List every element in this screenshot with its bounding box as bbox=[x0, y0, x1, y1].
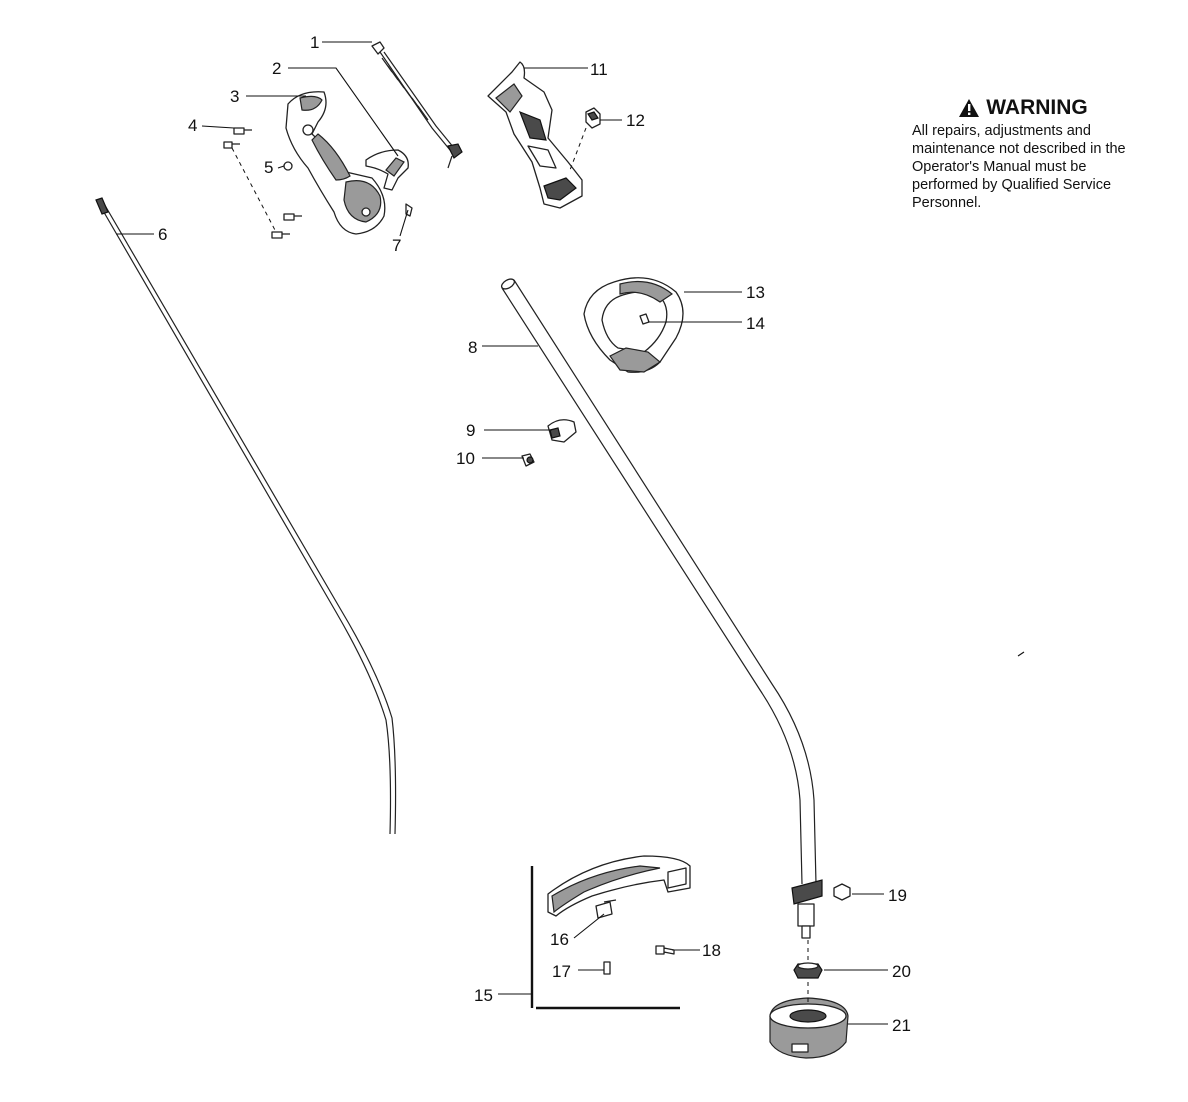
part-guard-blade bbox=[595, 899, 617, 919]
leader-lines bbox=[116, 41, 888, 1025]
callout-4: 4 bbox=[188, 116, 197, 135]
warning-heading: WARNING bbox=[894, 96, 1152, 120]
warning-title: WARNING bbox=[986, 96, 1088, 119]
part-handle-housing bbox=[285, 91, 386, 235]
part-nut bbox=[283, 161, 293, 171]
part-drive-shaft bbox=[95, 197, 397, 835]
callout-13: 13 bbox=[746, 283, 765, 302]
warning-triangle-icon bbox=[959, 99, 980, 117]
callout-12: 12 bbox=[626, 111, 645, 130]
part-screws bbox=[223, 127, 302, 239]
callout-14: 14 bbox=[746, 314, 765, 333]
callout-20: 20 bbox=[892, 962, 911, 981]
callout-8: 8 bbox=[468, 338, 477, 357]
stray-mark bbox=[1017, 651, 1025, 657]
callout-5: 5 bbox=[264, 158, 273, 177]
warning-text: All repairs, adjustments and maintenance… bbox=[912, 123, 1126, 211]
part-clamp-nut bbox=[833, 883, 851, 901]
part-spool-nut bbox=[793, 962, 823, 979]
callout-2: 2 bbox=[272, 59, 281, 78]
part-mount-screw bbox=[521, 453, 535, 467]
part-trimmer-head bbox=[769, 997, 849, 1059]
callout-17: 17 bbox=[552, 962, 571, 981]
callout-6: 6 bbox=[158, 225, 167, 244]
callout-15: 15 bbox=[474, 986, 493, 1005]
warning-notice: WARNING All repairs, adjustments and mai… bbox=[912, 96, 1152, 212]
callout-labels: 1 2 3 4 5 6 7 8 9 10 11 12 13 14 15 16 1… bbox=[158, 33, 911, 1035]
callout-21: 21 bbox=[892, 1016, 911, 1035]
callout-10: 10 bbox=[456, 449, 475, 468]
callout-16: 16 bbox=[550, 930, 569, 949]
callout-3: 3 bbox=[230, 87, 239, 106]
part-control-housing bbox=[487, 61, 583, 209]
part-throttle-cable bbox=[371, 41, 463, 169]
part-guard bbox=[547, 855, 691, 917]
part-drive-tube bbox=[500, 278, 817, 885]
callout-1: 1 bbox=[310, 33, 319, 52]
callout-7: 7 bbox=[392, 236, 401, 255]
part-guard-screw-long bbox=[655, 945, 675, 955]
part-assist-handle bbox=[583, 277, 684, 373]
part-mount-bracket bbox=[547, 419, 577, 443]
callout-9: 9 bbox=[466, 421, 475, 440]
part-guard-screw-short bbox=[603, 961, 611, 975]
part-guard-kit-frame bbox=[530, 866, 680, 1010]
callout-11: 11 bbox=[590, 60, 608, 79]
part-tube-clamp bbox=[791, 879, 823, 939]
part-throttle-trigger bbox=[365, 149, 409, 191]
part-handle-screw bbox=[639, 313, 650, 325]
part-knob bbox=[569, 107, 601, 171]
callout-18: 18 bbox=[702, 941, 721, 960]
callout-19: 19 bbox=[888, 886, 907, 905]
